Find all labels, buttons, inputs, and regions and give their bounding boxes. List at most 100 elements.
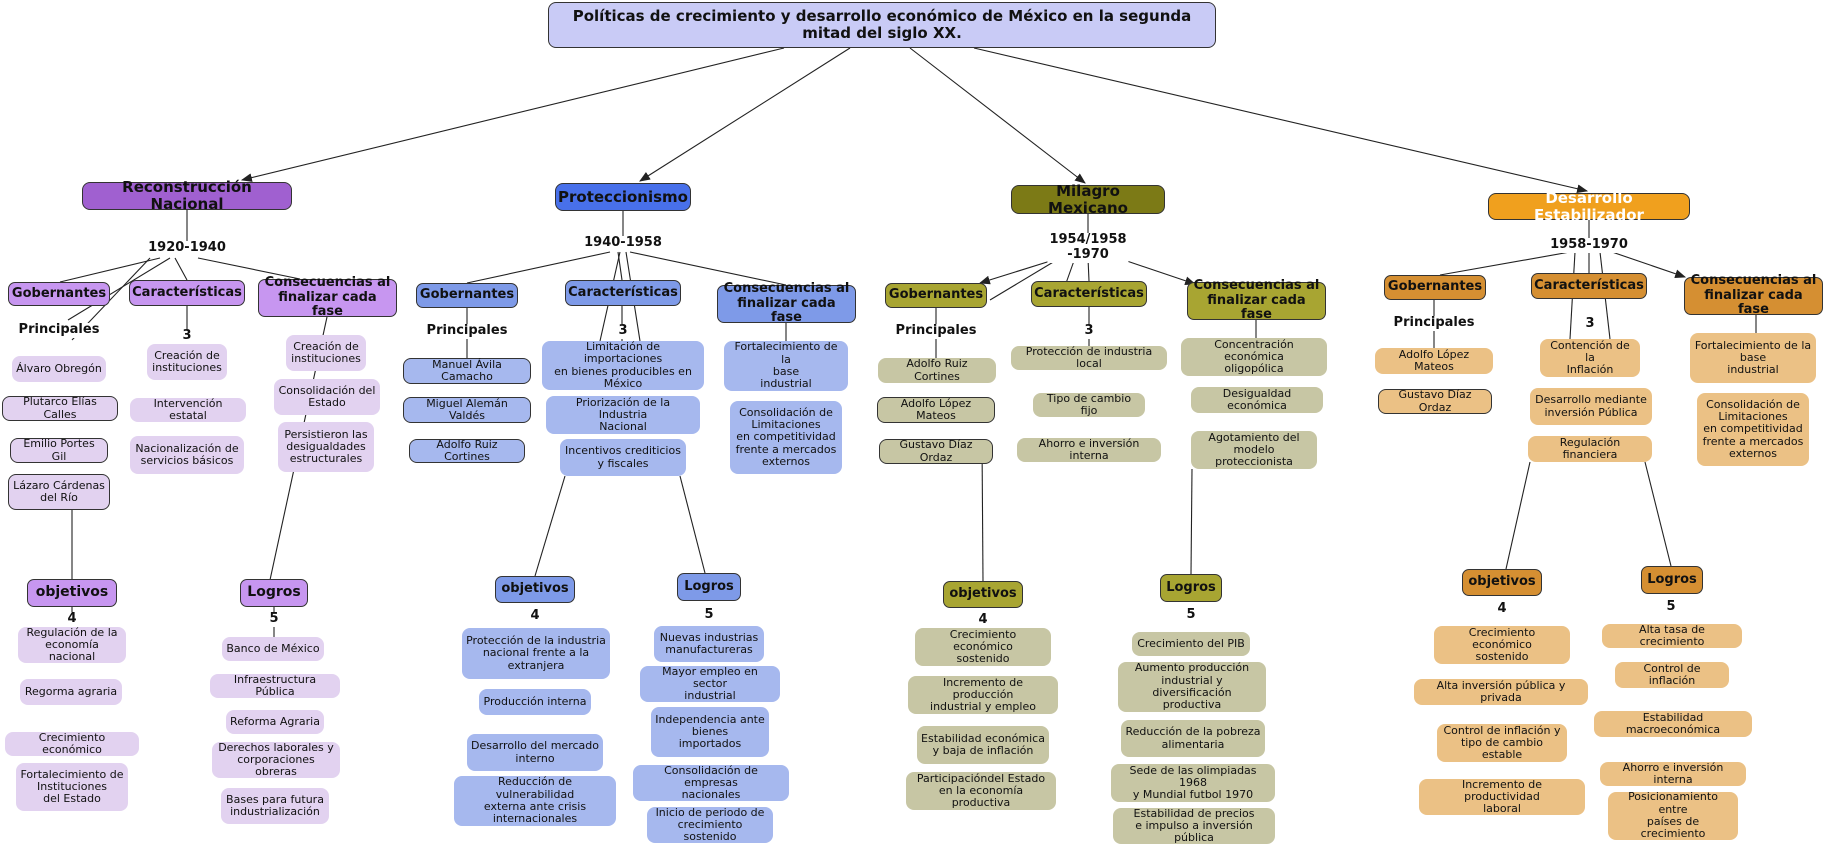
leaf-item[interactable]: Consolidación de empresas nacionales — [633, 764, 789, 801]
leaf-item[interactable]: Priorización de la Industria Nacional — [546, 396, 700, 434]
leaf-item[interactable]: Desarrollo del mercado interno — [467, 734, 603, 771]
leaf-item[interactable]: Bases para futura industrialización — [221, 788, 329, 824]
leaf-item[interactable]: Incremento de producción industrial y em… — [908, 676, 1058, 714]
leaf-item[interactable]: Protección de la industria nacional fren… — [462, 628, 610, 679]
leaf-item[interactable]: Ahorro e inversión interna — [1600, 761, 1746, 786]
caracteristicas-node[interactable]: Características — [1031, 281, 1147, 307]
leaf-item[interactable]: Aumento producción industrial y diversif… — [1118, 662, 1266, 712]
gobernantes-node[interactable]: Gobernantes — [416, 283, 518, 308]
leaf-item[interactable]: Control de inflación — [1615, 662, 1729, 688]
leaf-item[interactable]: Fortalecimiento de Instituciones del Est… — [16, 763, 128, 811]
leaf-item[interactable]: Crecimiento económico — [5, 731, 139, 756]
leaf-item[interactable]: Álvaro Obregón — [12, 356, 106, 382]
leaf-item[interactable]: Incentivos crediticios y fiscales — [560, 439, 686, 476]
caracteristicas-node[interactable]: Características — [565, 280, 681, 306]
leaf-item[interactable]: Gustavo Díaz Ordaz — [1378, 389, 1492, 414]
leaf-item[interactable]: Mayor empleo en sector industrial — [640, 665, 780, 702]
leaf-item[interactable]: Adolfo Ruiz Cortines — [878, 358, 996, 383]
leaf-item[interactable]: Limitación de importaciones en bienes pr… — [542, 340, 704, 390]
leaf-item[interactable]: Nacionalización de servicios básicos — [130, 436, 244, 474]
gobernantes-node[interactable]: Gobernantes — [8, 282, 110, 306]
leaf-item[interactable]: Plutarco Elías Calles — [2, 396, 118, 421]
leaf-item[interactable]: Crecimiento del PIB — [1132, 632, 1250, 656]
leaf-item[interactable]: Consolidación del Estado — [274, 379, 380, 415]
leaf-item[interactable]: Participacióndel Estado en la economía p… — [906, 772, 1056, 810]
connector — [534, 475, 566, 577]
leaf-item[interactable]: Infraestructura Pública — [210, 673, 340, 698]
leaf-item[interactable]: Alta tasa de crecimiento — [1602, 623, 1742, 648]
leaf-item[interactable]: Incremento de productividad laboral — [1419, 778, 1585, 815]
leaf-item[interactable]: Sede de las olimpiadas 1968 y Mundial fu… — [1111, 764, 1275, 802]
leaf-item[interactable]: Emilio Portes Gil — [10, 438, 108, 463]
leaf-item[interactable]: Inicio de periodo de crecimiento sosteni… — [647, 806, 773, 843]
count-label: 3 — [1583, 316, 1597, 332]
leaf-item[interactable]: Protección de industria local — [1011, 345, 1167, 370]
leaf-item[interactable]: Fortalecimiento de la base industrial — [724, 341, 848, 391]
consecuencias-node[interactable]: Consecuencias al finalizar cada fase — [1187, 278, 1326, 322]
leaf-item[interactable]: Creación de instituciones — [286, 335, 366, 371]
leaf-item[interactable]: Manuel Ávila Camacho — [403, 358, 531, 384]
connector — [1190, 468, 1193, 575]
leaf-item[interactable]: Consolidación de Limitaciones en competi… — [1697, 393, 1809, 466]
caracteristicas-node[interactable]: Características — [129, 280, 245, 306]
leaf-item[interactable]: Alta inversión pública y privada — [1414, 679, 1588, 705]
leaf-item[interactable]: Banco de México — [222, 637, 324, 661]
leaf-item[interactable]: Contención de la Inflación — [1540, 339, 1640, 377]
leaf-item[interactable]: Consolidación de Limitaciones en competi… — [730, 401, 842, 474]
logros-node[interactable]: Logros — [1160, 574, 1222, 602]
connector — [1505, 461, 1531, 570]
consecuencias-node[interactable]: Consecuencias al finalizar cada fase — [258, 275, 397, 319]
branch-reconstruccion-nacional[interactable]: Reconstrucción Nacional — [82, 179, 292, 212]
gobernantes-node[interactable]: Gobernantes — [1384, 275, 1486, 300]
leaf-item[interactable]: Producción interna — [479, 689, 591, 715]
branch-milagro-mexicano[interactable]: Milagro Mexicano — [1011, 182, 1165, 216]
leaf-item[interactable]: Ahorro e inversión interna — [1017, 437, 1161, 462]
consecuencias-node[interactable]: Consecuencias al finalizar cada fase — [1684, 273, 1823, 317]
leaf-item[interactable]: Estabilidad de precios e impulso a inver… — [1113, 807, 1275, 844]
logros-node[interactable]: Logros — [240, 579, 308, 607]
leaf-item[interactable]: Lázaro Cárdenas del Río — [8, 474, 110, 510]
leaf-item[interactable]: Reducción de la pobreza alimentaria — [1121, 720, 1265, 757]
leaf-item[interactable]: Adolfo Ruiz Cortines — [409, 438, 525, 463]
leaf-item[interactable]: Miguel Alemán Valdés — [403, 397, 531, 423]
map-title[interactable]: Políticas de crecimiento y desarrollo ec… — [548, 2, 1216, 48]
leaf-item[interactable]: Regulación financiera — [1528, 436, 1652, 462]
leaf-item[interactable]: Nuevas industrias manufactureras — [654, 626, 764, 662]
leaf-item[interactable]: Concentración económica oligopólica — [1181, 338, 1327, 376]
branch-proteccionismo[interactable]: Proteccionismo — [555, 183, 691, 211]
consecuencias-node[interactable]: Consecuencias al finalizar cada fase — [717, 281, 856, 325]
leaf-item[interactable]: Control de inflación y tipo de cambio es… — [1437, 724, 1567, 762]
leaf-item[interactable]: Estabilidad económica y baja de inflació… — [917, 726, 1049, 764]
objetivos-node[interactable]: objetivos — [27, 579, 117, 607]
leaf-item[interactable]: Adolfo López Mateos — [1375, 348, 1493, 374]
leaf-item[interactable]: Desigualdad económica — [1191, 387, 1323, 413]
logros-node[interactable]: Logros — [1641, 566, 1703, 594]
leaf-item[interactable]: Intervención estatal — [130, 397, 246, 422]
gobernantes-node[interactable]: Gobernantes — [885, 283, 987, 308]
objetivos-node[interactable]: objetivos — [943, 581, 1023, 608]
leaf-item[interactable]: Reducción de vulnerabilidad externa ante… — [454, 776, 616, 826]
leaf-item[interactable]: Derechos laborales y corporaciones obrer… — [212, 741, 340, 778]
logros-node[interactable]: Logros — [677, 573, 741, 601]
leaf-item[interactable]: Gustavo Díaz Ordaz — [879, 439, 993, 464]
leaf-item[interactable]: Crecimiento económico sostenido — [915, 628, 1051, 666]
leaf-item[interactable]: Independencia ante bienes importados — [651, 707, 769, 757]
objetivos-node[interactable]: objetivos — [1462, 569, 1542, 596]
leaf-item[interactable]: Reforma Agraria — [226, 710, 324, 734]
leaf-item[interactable]: Estabilidad macroeconómica — [1594, 711, 1752, 737]
leaf-item[interactable]: Regulación de la economía nacional — [18, 626, 126, 663]
leaf-item[interactable]: Creación de instituciones — [147, 344, 227, 380]
leaf-item[interactable]: Tipo de cambio fijo — [1033, 392, 1145, 417]
leaf-item[interactable]: Adolfo López Mateos — [877, 397, 995, 423]
leaf-item[interactable]: Posicionamiento entre países de crecimie… — [1608, 791, 1738, 840]
leaf-item[interactable]: Fortalecimiento de la base industrial — [1690, 333, 1816, 383]
leaf-item[interactable]: Regorma agraria — [20, 679, 122, 705]
caracteristicas-node[interactable]: Características — [1531, 273, 1647, 299]
branch-desarrollo-estabilizador[interactable]: Desarrollo Estabilizador — [1488, 189, 1690, 223]
objetivos-node[interactable]: objetivos — [495, 576, 575, 603]
leaf-item[interactable]: Desarrollo mediante inversión Pública — [1530, 388, 1652, 425]
leaf-item[interactable]: Crecimiento económico sostenido — [1434, 626, 1570, 664]
leaf-item[interactable]: Persistieron las desigualdades estructur… — [278, 422, 374, 472]
principales-label: Principales — [424, 323, 510, 339]
leaf-item[interactable]: Agotamiento del modelo proteccionista — [1191, 431, 1317, 469]
